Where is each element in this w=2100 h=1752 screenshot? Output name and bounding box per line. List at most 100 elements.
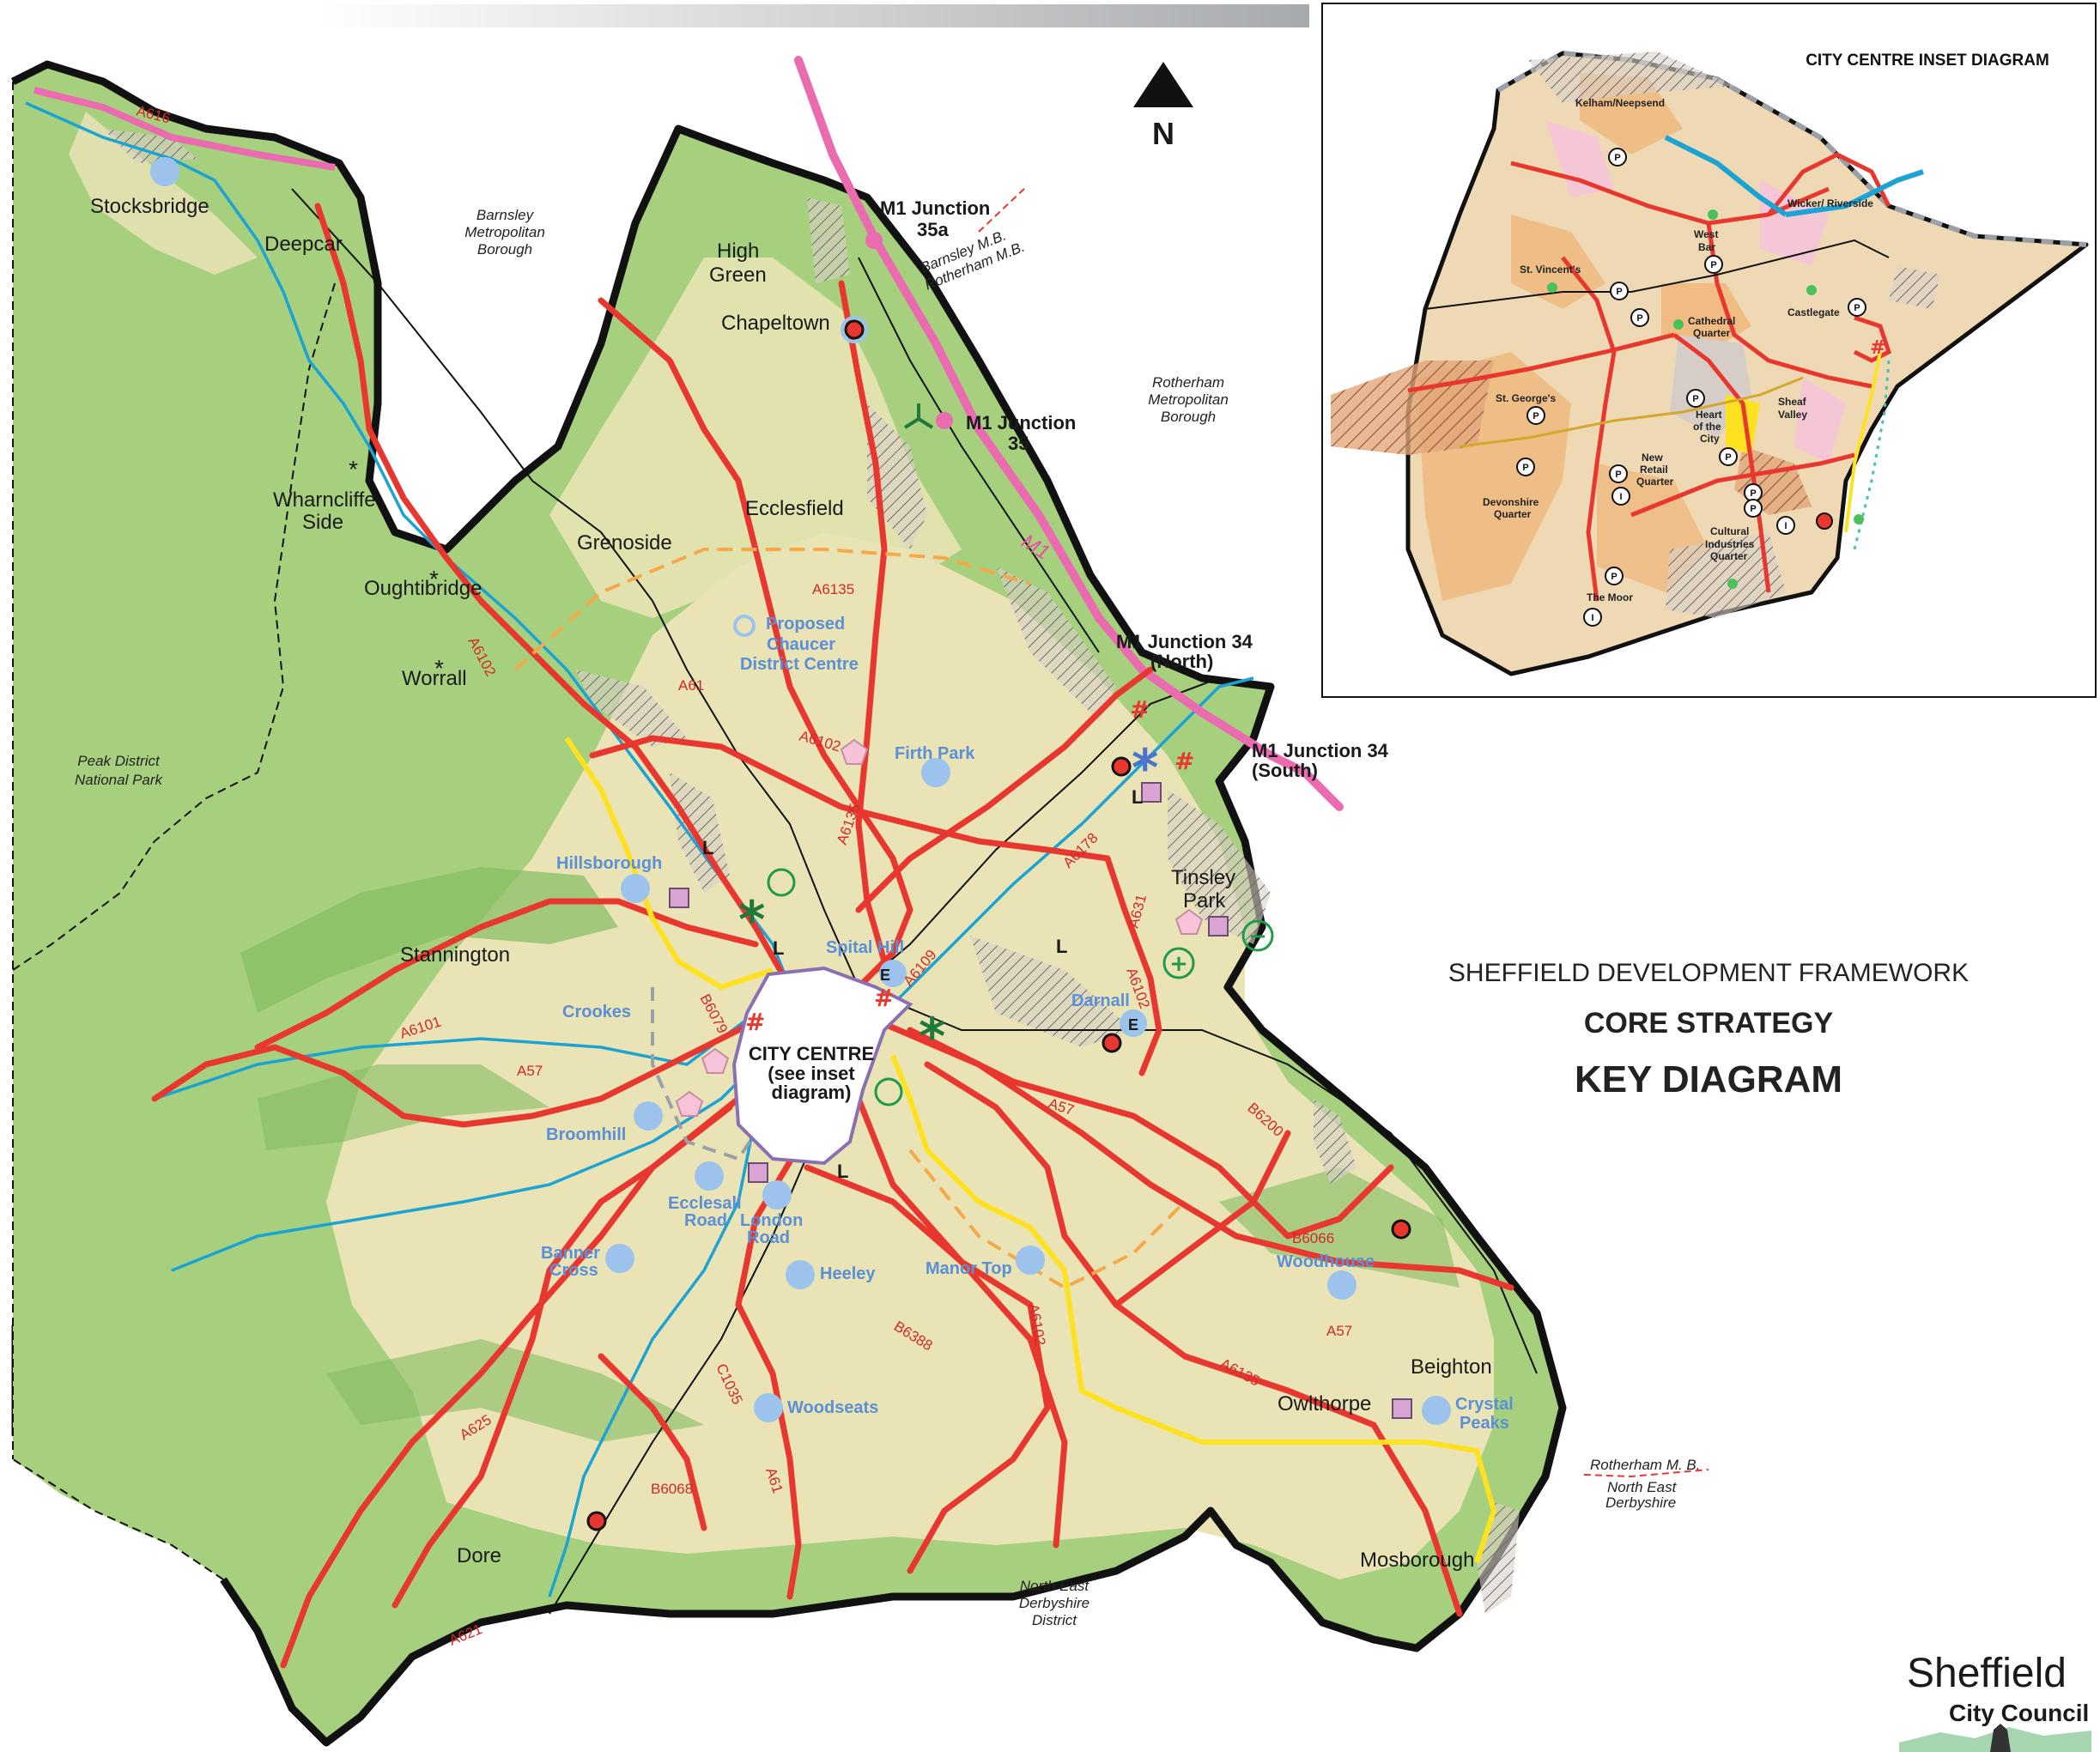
- svg-text:Quarter: Quarter: [1636, 476, 1674, 488]
- svg-text:Quarter: Quarter: [1693, 327, 1731, 339]
- tram-route-north: [564, 737, 774, 991]
- junction-dot-woodhouse: [1391, 1219, 1411, 1240]
- label-j34n-1: M1 Junction 34: [1116, 631, 1253, 652]
- label-crookes: Crookes: [562, 1003, 631, 1021]
- link-marker-1: L: [702, 837, 713, 858]
- svg-text:P: P: [1611, 572, 1617, 582]
- junction-dots: [586, 319, 1411, 1531]
- label-chaucer-3: District Centre: [740, 655, 859, 674]
- svg-text:P: P: [1614, 153, 1620, 163]
- link-marker-2: L: [773, 937, 784, 959]
- svg-text:Castlegate: Castlegate: [1787, 306, 1840, 318]
- svg-text:Heart: Heart: [1696, 409, 1722, 421]
- inner-ring-west: [651, 987, 774, 1161]
- centre-dot-stocksbridge: [150, 157, 179, 186]
- label-wharncliffe-2: Side: [302, 511, 343, 534]
- inset-title: CITY CENTRE INSET DIAGRAM: [1806, 52, 2049, 70]
- svg-text:The Moor: The Moor: [1587, 591, 1633, 603]
- title-core-strategy: CORE STRATEGY: [1584, 1007, 1834, 1040]
- svg-text:Cultural: Cultural: [1710, 525, 1749, 537]
- centre-dot-darnall: [1120, 1009, 1147, 1037]
- city-centre-inset: PP PP PP PP PP PP II IP # Kelham/Neepsen…: [1321, 3, 2097, 698]
- city-centre-area: [731, 966, 913, 1166]
- centre-dot-hillsborough: [621, 874, 650, 903]
- centre-dot-chapeltown: [841, 316, 868, 343]
- j35a-dot: [865, 232, 883, 249]
- svg-text:District: District: [1032, 1612, 1077, 1628]
- pink-markers: [669, 782, 1412, 1419]
- label-banner-1: Banner: [541, 1244, 600, 1263]
- minus-icon-glyph: −: [1248, 924, 1267, 949]
- svg-text:P: P: [1710, 260, 1716, 270]
- enterprise-marker-darnall: E: [1128, 1016, 1138, 1034]
- green-ring-south: [874, 1077, 903, 1106]
- label-j34s-1: M1 Junction 34: [1252, 740, 1389, 761]
- plus-icon-glyph: +: [1169, 951, 1188, 977]
- label-high-green-1: High: [717, 239, 759, 263]
- pink-square-owlthorpe: [1392, 1398, 1412, 1419]
- svg-text:#: #: [1130, 695, 1150, 724]
- junction-dot-dore: [586, 1511, 607, 1531]
- tram-route-south: [890, 1054, 1497, 1563]
- svg-text:B6066: B6066: [1292, 1230, 1334, 1246]
- city-centre-line2: (see inset: [768, 1063, 855, 1084]
- junction-dot-darnall: [1102, 1033, 1122, 1053]
- svg-text:of the: of the: [1693, 421, 1721, 433]
- label-woodhouse: Woodhouse: [1277, 1252, 1375, 1271]
- title-framework: SHEFFIELD DEVELOPMENT FRAMEWORK: [1448, 959, 1969, 987]
- minus-icon: [1241, 919, 1274, 952]
- council-logo: Sheffield City Council: [1899, 1651, 2091, 1752]
- centre-dot-chaucer: [733, 615, 756, 637]
- title-key-diagram: KEY DIAGRAM: [1575, 1058, 1842, 1100]
- svg-text:Quarter: Quarter: [1494, 508, 1532, 520]
- label-high-green-2: Green: [709, 264, 767, 287]
- svg-text:I: I: [1619, 492, 1622, 502]
- pentagon-tinsley: [1174, 908, 1204, 935]
- label-stannington: Stannington: [400, 943, 510, 967]
- svg-text:P: P: [1636, 313, 1642, 324]
- label-j35a-1: M1 Junction: [880, 197, 990, 219]
- north-label: N: [1152, 116, 1174, 151]
- svg-text:#: #: [874, 984, 894, 1012]
- label-j35a-2: 35a: [917, 219, 949, 240]
- svg-text:Kelham/Neepsend: Kelham/Neepsend: [1575, 97, 1665, 109]
- svg-text:Barnsley: Barnsley: [476, 207, 535, 223]
- star-icon-north: *: [738, 890, 765, 950]
- svg-text:Borough: Borough: [477, 241, 532, 258]
- proposed-route-north: [513, 548, 1031, 671]
- svg-text:P: P: [1725, 452, 1731, 463]
- label-darnall: Darnall: [1071, 991, 1130, 1010]
- label-london-1: London: [740, 1211, 803, 1230]
- centre-dot-spital-hill: [879, 960, 907, 987]
- label-spital-hill: Spital Hill: [826, 938, 904, 957]
- motorway-junctions: [865, 232, 953, 429]
- svg-text:I: I: [1591, 613, 1593, 623]
- label-ecclesall-1: Ecclesall: [668, 1194, 742, 1213]
- svg-text:Devonshire: Devonshire: [1483, 496, 1539, 508]
- star-wharncliffe: *: [349, 456, 358, 482]
- junction-labels: M1 Junction 35a M1 Junction 35 M1 Juncti…: [880, 197, 1389, 781]
- pentagon-firth-park: [840, 738, 869, 765]
- a616-motorway-style: [33, 87, 336, 171]
- junction-dot-chapeltown: [844, 319, 865, 340]
- proposed-route-south: [908, 1149, 1187, 1290]
- svg-text:Metropolitan: Metropolitan: [464, 224, 545, 240]
- svg-text:Rotherham: Rotherham: [1152, 374, 1224, 391]
- svg-text:B6068: B6068: [651, 1481, 693, 1497]
- centre-dot-london-road: [762, 1180, 792, 1209]
- label-ecclesfield: Ecclesfield: [745, 497, 844, 520]
- pink-square-london-road: [748, 1162, 768, 1183]
- label-broomhill: Broomhill: [546, 1125, 626, 1144]
- label-chaucer-1: Proposed: [766, 615, 845, 634]
- centre-dot-woodseats: [754, 1393, 783, 1422]
- pink-square-hillsborough: [669, 888, 689, 908]
- star-icon-j34: *: [1132, 738, 1158, 798]
- label-j35-1: M1 Junction: [966, 412, 1076, 433]
- svg-text:Industries: Industries: [1705, 538, 1755, 550]
- label-tinsley-2: Park: [1183, 889, 1226, 912]
- label-crystal-2: Peaks: [1460, 1414, 1509, 1433]
- pentagon-broomhill: [675, 1090, 704, 1117]
- logo-line2: City Council: [1949, 1700, 2089, 1726]
- link-marker-3: L: [1132, 786, 1143, 808]
